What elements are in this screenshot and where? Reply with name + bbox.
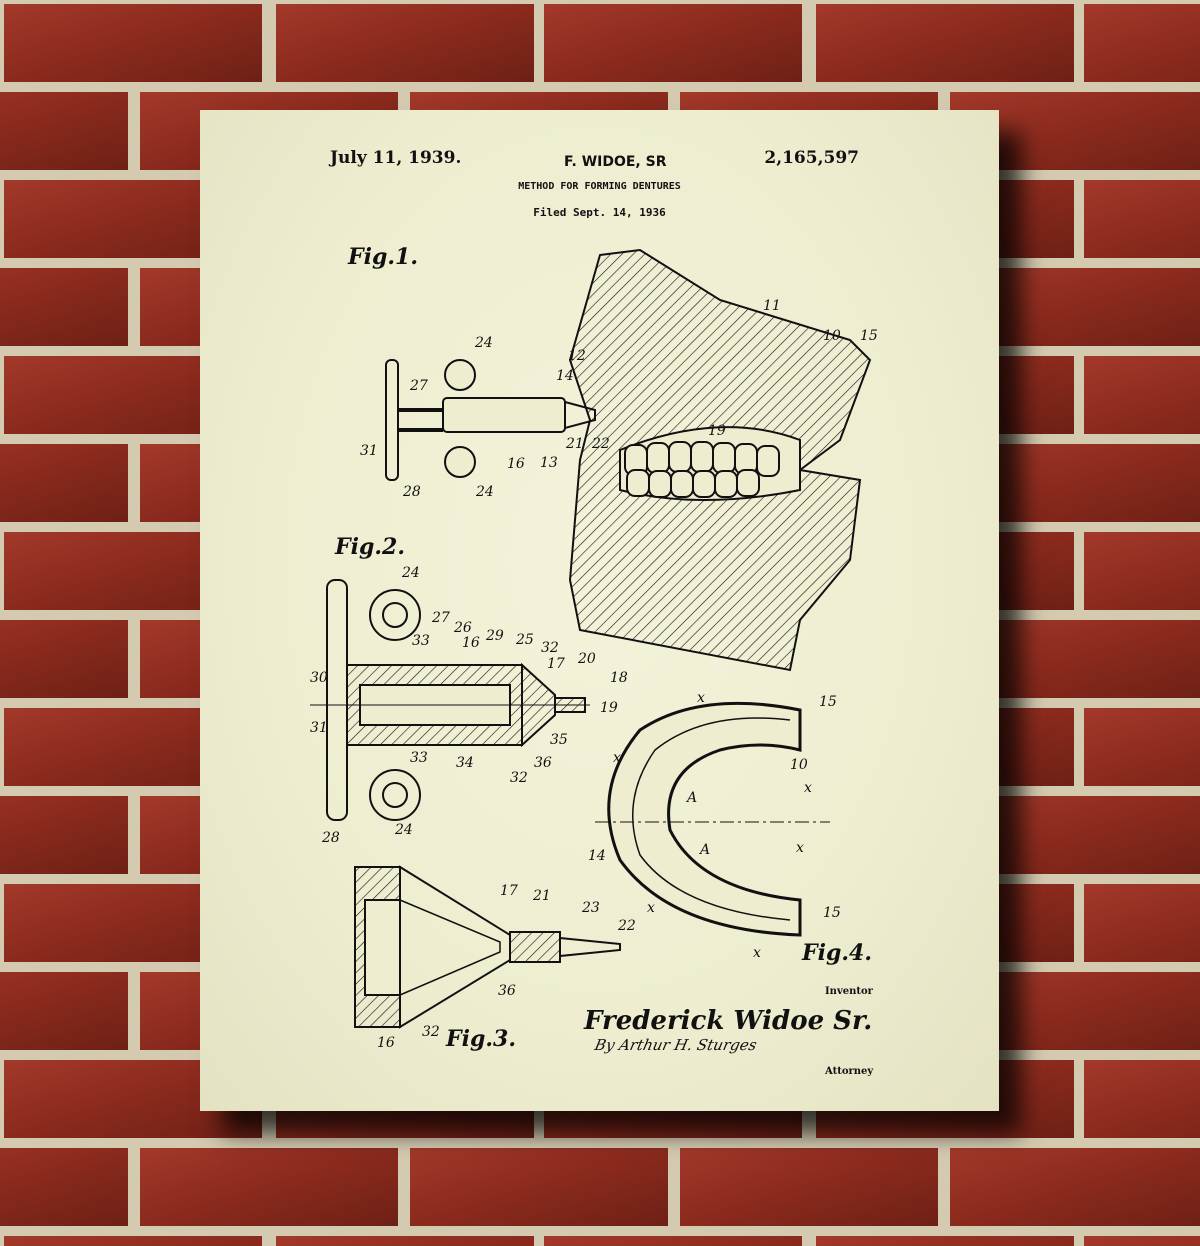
ref-numeral: x [796, 840, 804, 856]
ref-numeral: 24 [475, 335, 493, 351]
ref-numeral: 36 [534, 755, 552, 771]
patent-title: METHOD FOR FORMING DENTURES [518, 181, 681, 192]
inventor-name: Frederick Widoe Sr. [584, 1006, 873, 1036]
ref-numeral: 10 [790, 757, 808, 773]
ref-numeral: 15 [819, 694, 837, 710]
ref-numeral: 25 [516, 632, 534, 648]
ref-numeral: A [700, 842, 711, 858]
attorney-caption: Attorney [825, 1066, 874, 1077]
filed-date: Filed Sept. 14, 1936 [533, 206, 666, 219]
ref-numeral: 16 [377, 1035, 395, 1051]
ref-numeral: 11 [763, 298, 781, 314]
ref-numeral: 19 [708, 423, 726, 439]
ref-numeral: 16 [462, 635, 480, 651]
ref-numeral: 17 [547, 656, 565, 672]
ref-numeral: 15 [823, 905, 841, 921]
ref-numeral: 12 [568, 348, 586, 364]
ref-numeral: 10 [823, 328, 841, 344]
patent-poster: July 11, 1939. F. WIDOE, SR 2,165,597 ME… [200, 110, 999, 1111]
fig3-nozzle-section [354, 865, 621, 1029]
inventor-header: F. WIDOE, SR [564, 154, 667, 170]
ref-numeral: 16 [507, 456, 525, 472]
ref-numeral: 29 [486, 628, 504, 644]
inventor-caption: Inventor [825, 986, 873, 997]
figure-label-4: Fig.4. [802, 940, 872, 966]
patent-date: July 11, 1939. [330, 148, 462, 168]
ref-numeral: A [687, 790, 698, 806]
ref-numeral: x [647, 900, 655, 916]
ref-numeral: 28 [322, 830, 340, 846]
ref-numeral: 24 [402, 565, 420, 581]
ref-numeral: 23 [582, 900, 600, 916]
ref-numeral: 32 [422, 1024, 440, 1040]
ref-numeral: x [753, 945, 761, 961]
ref-numeral: x [697, 690, 705, 706]
ref-numeral: 31 [310, 720, 328, 736]
ref-numeral: 14 [556, 368, 574, 384]
figure-label-1: Fig.1. [348, 244, 418, 270]
ref-numeral: 22 [618, 918, 636, 934]
ref-numeral: 26 [454, 620, 472, 636]
ref-numeral: 30 [310, 670, 328, 686]
ref-numeral: 17 [500, 883, 518, 899]
figure-label-3: Fig.3. [446, 1026, 516, 1052]
ref-numeral: 32 [541, 640, 559, 656]
fig4-tray-drawing [595, 701, 830, 937]
ref-numeral: 32 [510, 770, 528, 786]
ref-numeral: 34 [456, 755, 474, 771]
ref-numeral: 18 [610, 670, 628, 686]
figure-label-2: Fig.2. [335, 534, 405, 560]
ref-numeral: x [804, 780, 812, 796]
fig1-jaw-drawing [385, 248, 872, 672]
ref-numeral: x [613, 750, 621, 766]
ref-numeral: 27 [432, 610, 450, 626]
ref-numeral: 36 [498, 983, 516, 999]
ref-numeral: 20 [578, 651, 596, 667]
patent-drawings [310, 248, 872, 1029]
ref-numeral: 35 [550, 732, 568, 748]
ref-numeral: 21 [533, 888, 551, 904]
ref-numeral: 21 [566, 436, 584, 452]
attorney-signature: By Arthur H. Sturges [593, 1036, 759, 1054]
ref-numeral: 28 [403, 484, 421, 500]
ref-numeral: 31 [360, 443, 378, 459]
ref-numeral: 33 [412, 633, 430, 649]
ref-numeral: 24 [476, 484, 494, 500]
patent-number: 2,165,597 [764, 148, 859, 168]
ref-numeral: 19 [600, 700, 618, 716]
ref-numeral: 24 [395, 822, 413, 838]
ref-numeral: 13 [540, 455, 558, 471]
ref-numeral: 27 [410, 378, 428, 394]
ref-numeral: 15 [860, 328, 878, 344]
ref-numeral: 14 [588, 848, 606, 864]
ref-numeral: 33 [410, 750, 428, 766]
fig2-syringe-section [310, 579, 590, 821]
ref-numeral: 22 [592, 436, 610, 452]
